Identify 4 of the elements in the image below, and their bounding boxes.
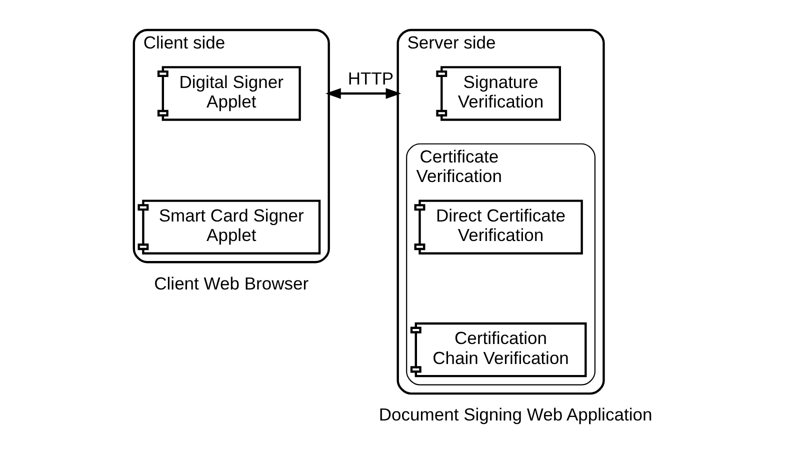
node-label: Client Web Browser (154, 273, 309, 294)
node-label: Document Signing Web Application (378, 404, 652, 425)
arrow (326, 88, 402, 99)
edge-label: HTTP (348, 68, 394, 89)
